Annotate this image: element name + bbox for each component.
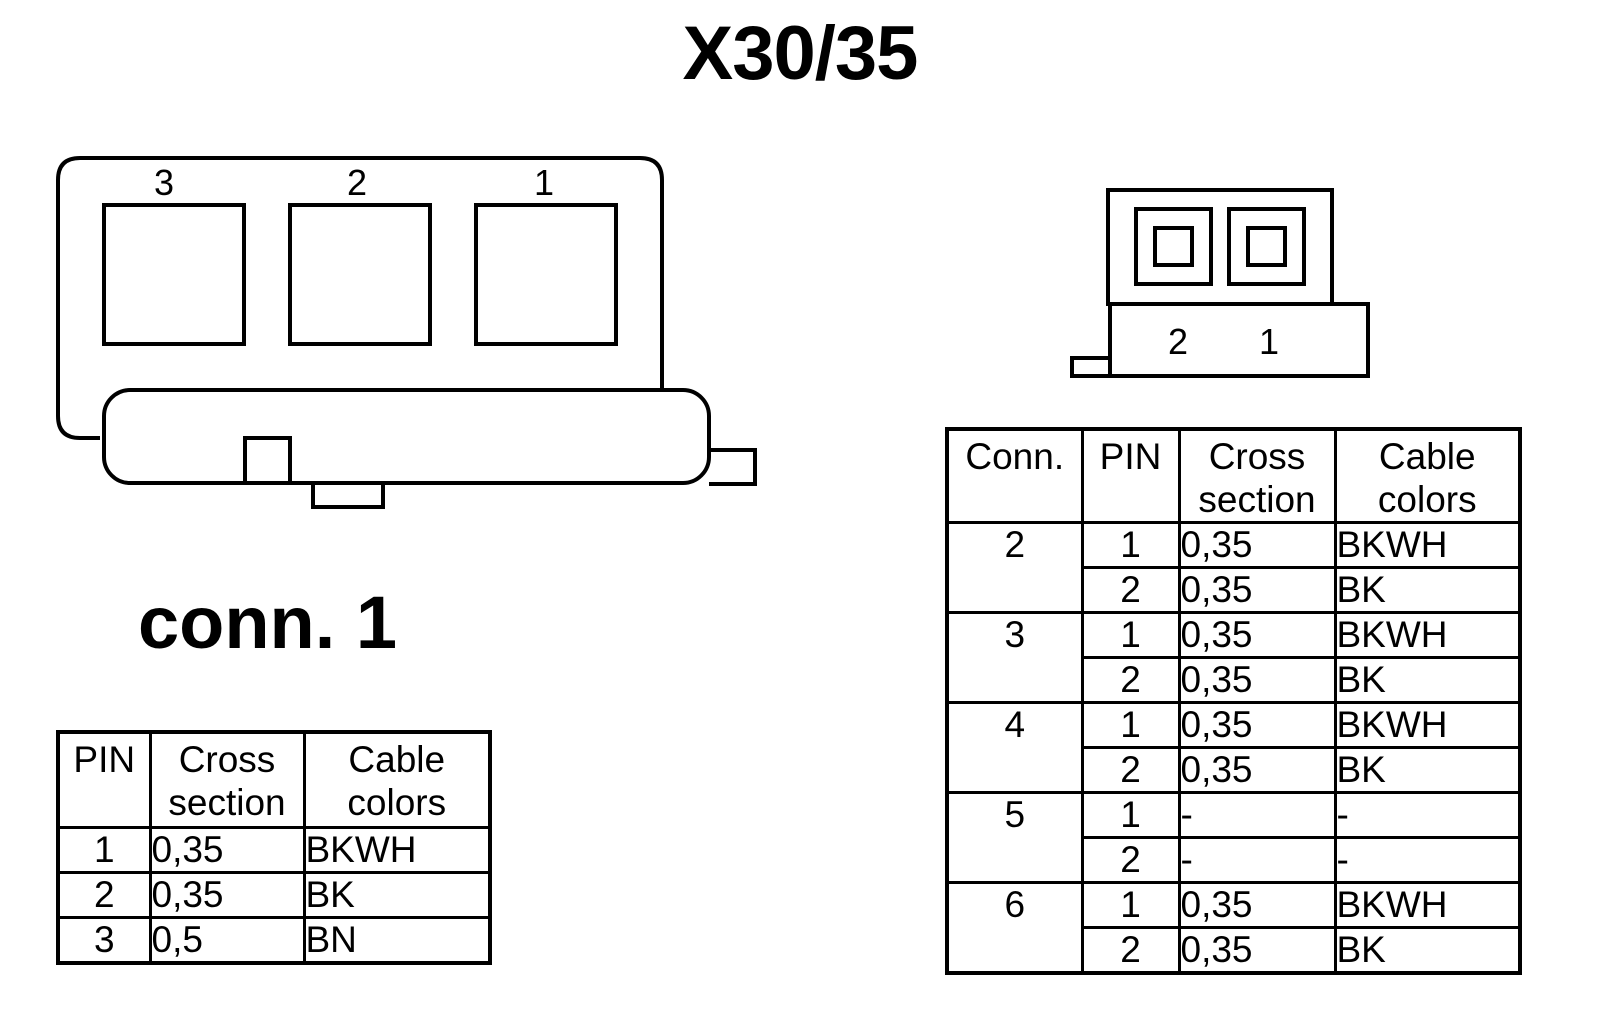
pin-cell: 2 [1080, 746, 1181, 794]
conn-cell: 2 [945, 521, 1084, 614]
connector-1-label: conn. 1 [138, 581, 398, 664]
conn-header: Conn. [945, 427, 1084, 524]
latch-housing [102, 388, 711, 485]
conn-cell: 4 [945, 701, 1084, 794]
pin-cavity-3 [102, 203, 246, 346]
pin-cavity-2-outer [1134, 207, 1213, 286]
pin-cell: 1 [1080, 521, 1181, 569]
pin-header: PIN [1080, 427, 1181, 524]
cable-color-cell: BK [1333, 656, 1522, 704]
pin-cavity-1 [474, 203, 618, 346]
connector-2-base [1108, 302, 1370, 378]
latch-key [311, 481, 385, 509]
cable-color-cell: BK [1333, 926, 1522, 975]
cable-color-cell: - [1333, 791, 1522, 839]
cross-section-cell: 0,35 [1177, 881, 1337, 929]
pin-number-2: 2 [1168, 321, 1188, 362]
connector-2-tab [1070, 356, 1110, 378]
pin-cavity-2-inner [1153, 226, 1194, 267]
cross-section-cell: 0,35 [148, 825, 306, 874]
cable-color-cell: BK [1333, 746, 1522, 794]
cross-section-cell: 0,35 [1177, 611, 1337, 659]
pin-cell: 1 [1080, 611, 1181, 659]
pin-cell: 1 [56, 825, 152, 874]
pin-cell: 3 [56, 915, 152, 964]
cable-color-cell: BK [302, 870, 492, 919]
cross-section-cell: - [1177, 791, 1337, 839]
pin-cell: 2 [1080, 656, 1181, 704]
side-tab [709, 448, 757, 486]
cross-section-cell: 0,35 [1177, 926, 1337, 975]
table-header-row: Conn. PIN Cross section Cable colors [945, 427, 1522, 524]
pin-number-3: 3 [154, 162, 174, 203]
page-title: X30/35 [682, 11, 919, 96]
pin-cell: 1 [1080, 791, 1181, 839]
cross-section-cell: 0,35 [1177, 566, 1337, 614]
cable-color-cell: BKWH [1333, 521, 1522, 569]
pin-header: PIN [56, 730, 152, 829]
pin-cell: 1 [1080, 701, 1181, 749]
cross-section-header: Cross section [148, 730, 306, 829]
cross-section-header: Cross section [1177, 427, 1337, 524]
pin-cell: 1 [1080, 881, 1181, 929]
cable-color-cell: BKWH [1333, 881, 1522, 929]
latch-tab [243, 436, 292, 485]
cross-section-cell: 0,35 [1177, 746, 1337, 794]
connector-1-pin-numbers: 3 2 1 [154, 162, 554, 203]
cross-section-cell: 0,35 [1177, 521, 1337, 569]
conn-cell: 6 [945, 881, 1084, 975]
cable-color-cell: BN [302, 915, 492, 964]
pin-cell: 2 [1080, 566, 1181, 614]
pin-cell: 2 [1080, 926, 1181, 975]
connector-2-drawing [1070, 188, 1370, 378]
pin-number-1: 1 [534, 162, 554, 203]
cable-color-cell: - [1333, 836, 1522, 884]
connector-1-drawing [56, 156, 757, 509]
cross-section-cell: 0,35 [148, 870, 306, 919]
pin-cell: 2 [1080, 836, 1181, 884]
cable-color-cell: BKWH [1333, 701, 1522, 749]
table-header-row: PIN Cross section Cable colors [56, 730, 492, 829]
conn-cell: 3 [945, 611, 1084, 704]
pin-cavity-1-inner [1246, 226, 1287, 267]
cable-colors-header: Cable colors [1333, 427, 1522, 524]
cross-section-cell: 0,5 [148, 915, 306, 964]
pin-cavity-1-outer [1227, 207, 1306, 286]
table-row: 2-- [947, 836, 1522, 884]
cross-section-cell: - [1177, 836, 1337, 884]
cable-color-cell: BK [1333, 566, 1522, 614]
cable-color-cell: BKWH [302, 825, 492, 874]
conn-cell: 5 [945, 791, 1084, 884]
connector-2-pin-numbers: 2 1 [1168, 321, 1279, 362]
cross-section-cell: 0,35 [1177, 701, 1337, 749]
pin-number-1: 1 [1259, 321, 1279, 362]
cable-colors-header: Cable colors [302, 730, 492, 829]
pin-cavity-2 [288, 203, 432, 346]
cross-section-cell: 0,35 [1177, 656, 1337, 704]
pin-number-2: 2 [347, 162, 367, 203]
pin-cell: 2 [56, 870, 152, 919]
cable-color-cell: BKWH [1333, 611, 1522, 659]
